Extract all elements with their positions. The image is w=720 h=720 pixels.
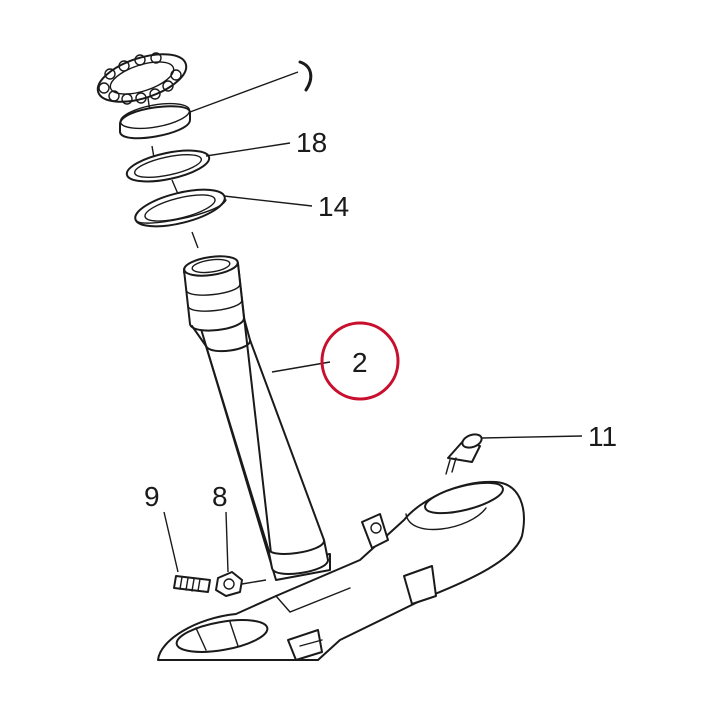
callout-18: 18 — [296, 127, 327, 158]
callout-9: 9 — [144, 481, 160, 512]
nut-8 — [215, 571, 243, 597]
callout-11: 11 — [588, 421, 617, 452]
bolt-11 — [445, 433, 483, 475]
bracket-mark — [298, 60, 313, 92]
steering-stem-2 — [183, 255, 331, 581]
bearing-race — [119, 102, 191, 140]
callout-2: 2 — [352, 347, 368, 378]
callout-8: 8 — [212, 481, 228, 512]
seal-ring-18 — [125, 149, 211, 183]
highlight-circle — [320, 321, 400, 401]
bearing-cage — [96, 52, 188, 105]
triple-clamp — [157, 480, 525, 661]
screw-9 — [173, 575, 211, 593]
dust-seal-14 — [134, 188, 227, 228]
callout-14: 14 — [318, 191, 349, 222]
